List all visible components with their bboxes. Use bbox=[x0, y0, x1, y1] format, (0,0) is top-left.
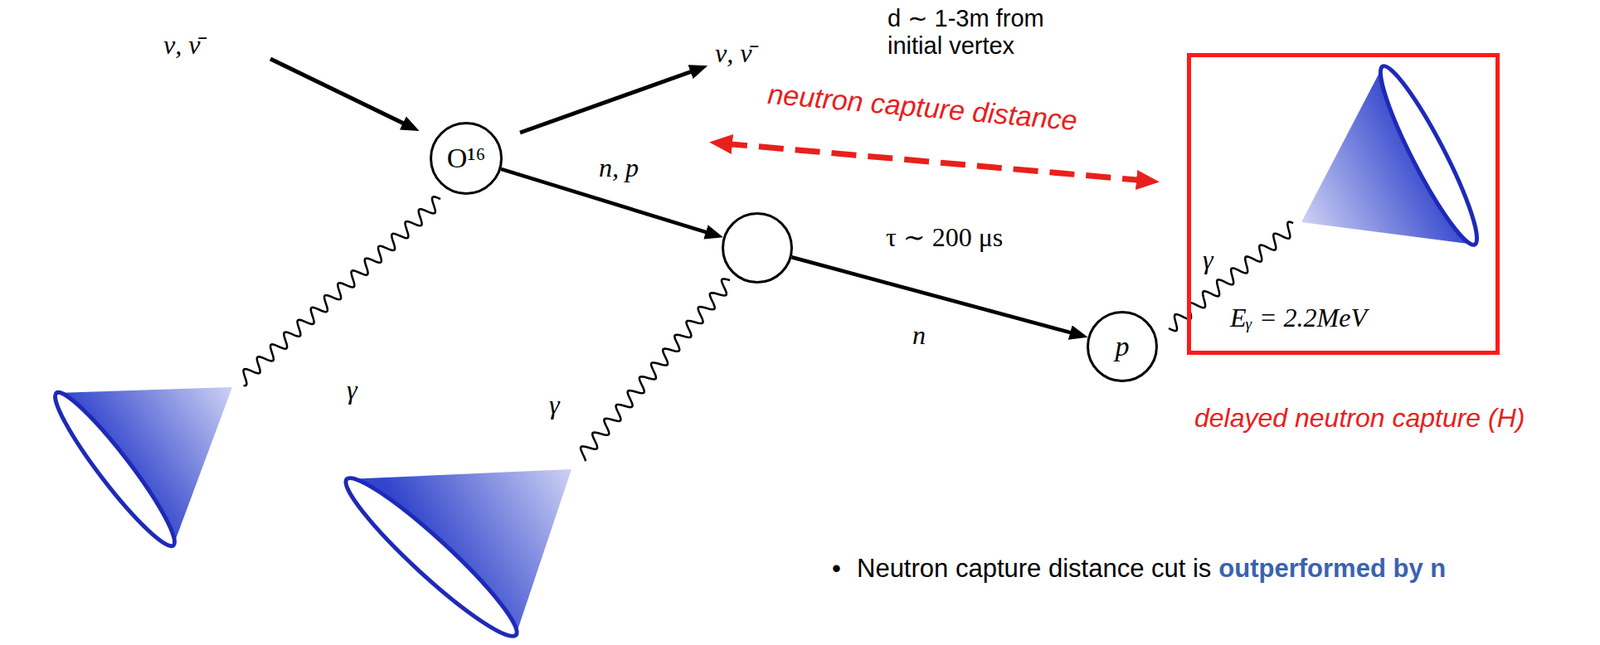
nucleus-circle: O¹⁶ bbox=[429, 121, 503, 195]
particle-label: n, p bbox=[598, 152, 639, 184]
bullet-highlight: outperformed by n bbox=[1218, 554, 1446, 584]
particle-label: n bbox=[912, 320, 926, 351]
incoming-neutrino-arrow bbox=[270, 58, 409, 127]
outgoing-neutrino-arrow bbox=[520, 69, 697, 133]
cherenkov-cone bbox=[1301, 58, 1489, 253]
distance-note: d ∼ 1-3m from initial vertex bbox=[887, 4, 1095, 61]
gamma-label: γ bbox=[346, 374, 358, 406]
intermediate-circle bbox=[721, 212, 793, 284]
photon-wave bbox=[243, 196, 441, 386]
node-text: p bbox=[1115, 330, 1130, 363]
photon-wave bbox=[580, 278, 730, 462]
proton-circle: p bbox=[1086, 311, 1158, 383]
time-label: τ ∼ 200 μs bbox=[885, 222, 1003, 253]
gamma-label: γ bbox=[549, 389, 560, 421]
distance-label: neutron capture distance bbox=[766, 77, 1079, 138]
bullet-text: Neutron capture distance cut is bbox=[856, 554, 1211, 584]
node-text: O¹⁶ bbox=[447, 141, 487, 175]
neutrino-label: ν, ν̄ bbox=[163, 29, 200, 61]
cone-rim bbox=[334, 466, 529, 645]
flow-arrow bbox=[792, 257, 1079, 335]
capture-box: γ Eᵧ = 2.2MeV bbox=[1186, 53, 1500, 356]
bullet: • bbox=[831, 554, 842, 584]
cherenkov-cone bbox=[43, 384, 233, 556]
cone-rim bbox=[1368, 58, 1489, 253]
node-subtext: Eᵧ = 2.2MeV bbox=[1230, 302, 1367, 334]
neutrino-label: ν, ν̄ bbox=[714, 38, 752, 69]
node-text: γ bbox=[1202, 244, 1214, 276]
cherenkov-cone bbox=[334, 466, 572, 645]
capture-caption: delayed neutron capture (H) bbox=[1194, 403, 1525, 434]
capture-distance-arrow bbox=[722, 143, 1147, 181]
cone-rim bbox=[43, 384, 185, 556]
